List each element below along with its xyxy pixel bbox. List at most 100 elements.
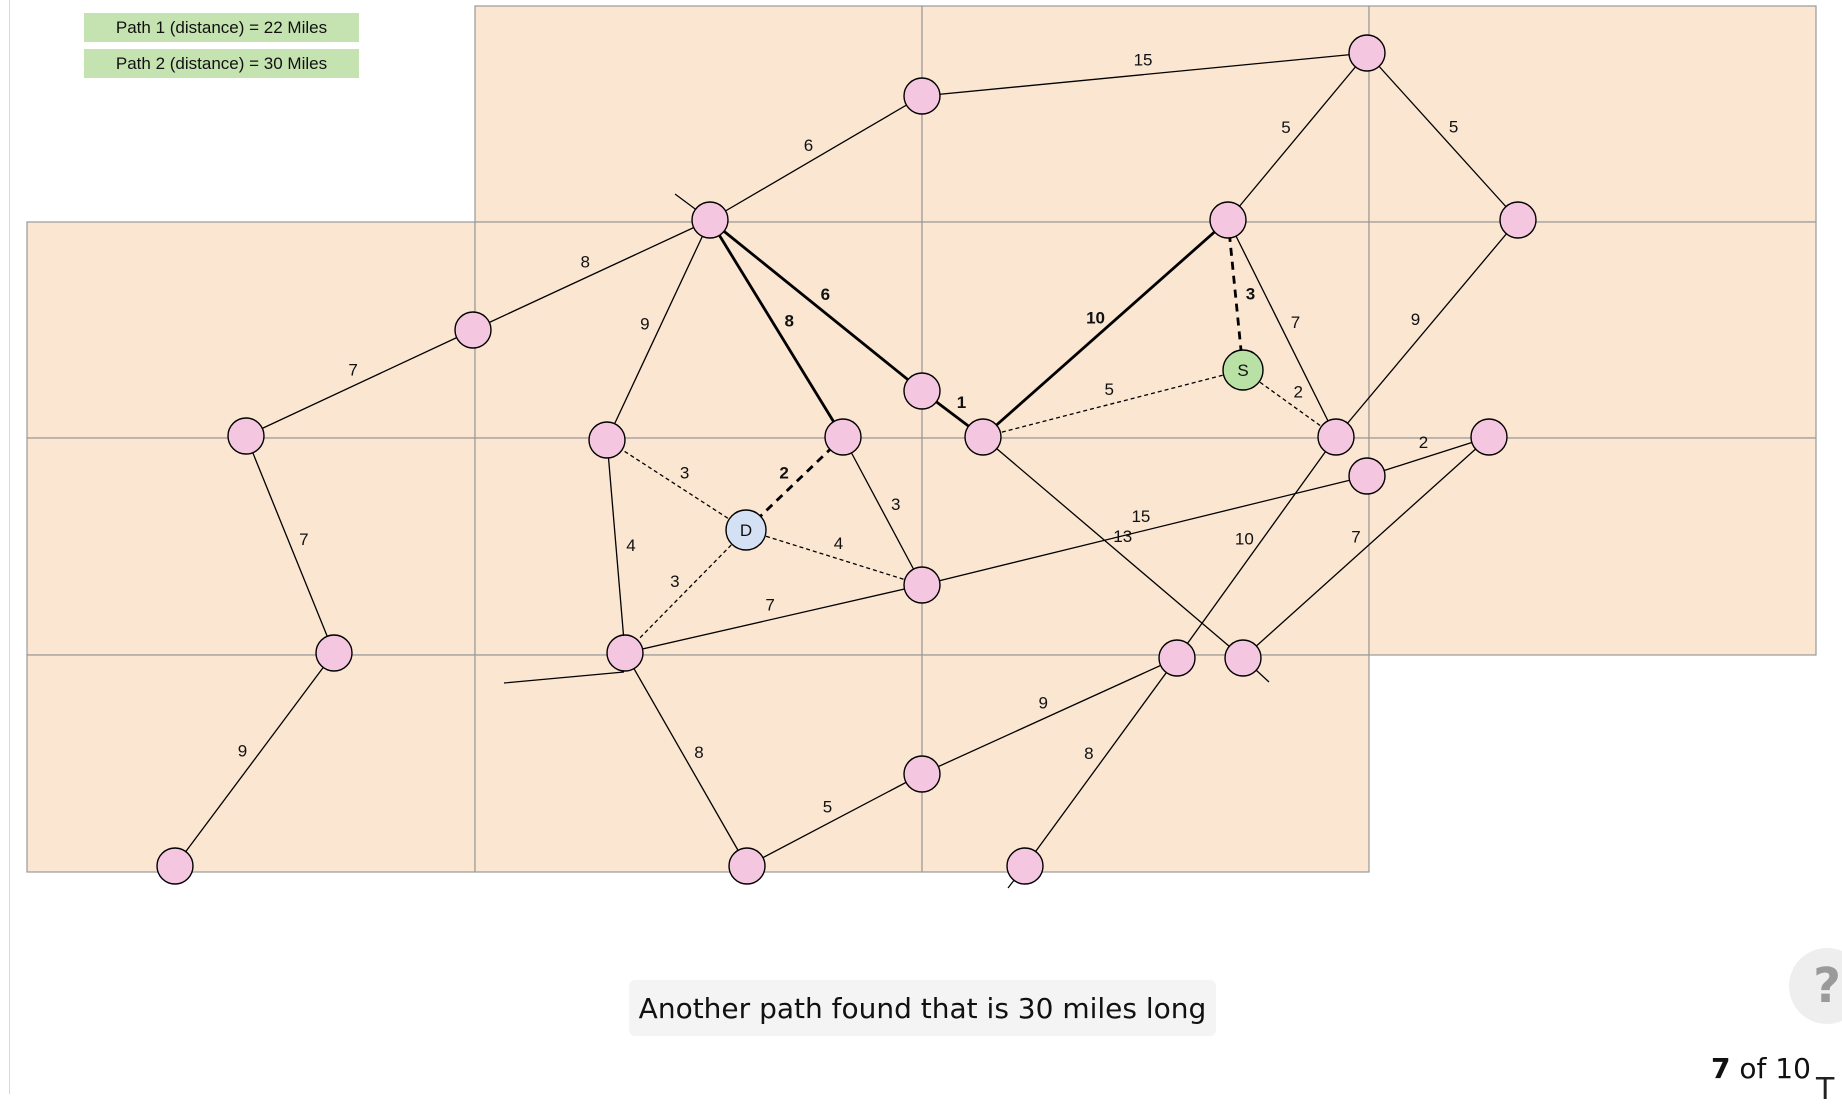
edge-n8-n9: [174, 652, 335, 867]
graph-node-circle: [156, 847, 194, 885]
edge-weight-label: 8: [580, 252, 589, 271]
graph-node-circle: [728, 847, 766, 885]
graph-node-circle: [903, 566, 941, 604]
graph-node-circle: [1209, 201, 1247, 239]
destination-node-circle: [725, 509, 767, 551]
edge-weight-label: 8: [694, 743, 703, 762]
legend-path-1: Path 1 (distance) = 22 Miles: [84, 13, 359, 42]
graph-node: [1499, 201, 1537, 239]
graph-node: [964, 418, 1002, 456]
graph-node-circle: [903, 755, 941, 793]
edge-n3-n14: [1227, 219, 1337, 438]
graph-node: [1470, 418, 1508, 456]
graph-node: [315, 634, 353, 672]
edge-weight-label: 3: [670, 572, 679, 591]
edge-weight-label: 5: [1449, 117, 1458, 136]
graph-node: [903, 566, 941, 604]
edge-weight-label: 9: [1039, 693, 1048, 712]
graph-node: [1348, 457, 1386, 495]
edge-n1-n3: [1227, 52, 1368, 221]
start-node: S: [1222, 349, 1264, 391]
edge-weight-label: 8: [1084, 744, 1093, 763]
edge-weight-label: 13: [1113, 527, 1132, 546]
edge-weight-label: 2: [779, 464, 788, 483]
edge-weight-label: 7: [1291, 313, 1300, 332]
text-tool-icon[interactable]: T: [1816, 1072, 1835, 1107]
graph-node: [903, 372, 941, 410]
legend-path-2: Path 2 (distance) = 30 Miles: [84, 49, 359, 78]
edge-n14-n19: [1176, 436, 1337, 659]
graph-node-circle: [227, 417, 265, 455]
graph-node-circle: [691, 201, 729, 239]
edge-weight-label: 4: [834, 534, 843, 553]
graph-node-circle: [1499, 201, 1537, 239]
edge-weight-label: 15: [1131, 507, 1150, 526]
graph-node: [1006, 847, 1044, 885]
graph-node-circle: [903, 372, 941, 410]
graph-node-circle: [315, 634, 353, 672]
edge-weight-label: 4: [626, 536, 635, 555]
edge-weight-label: 5: [1281, 118, 1290, 137]
edge-dest-n18: [745, 529, 923, 586]
slide-counter-total: of 10: [1730, 1052, 1811, 1085]
edge-n10-n20: [606, 439, 626, 654]
map-tile-2: [921, 5, 1370, 223]
edge-weight-label: 5: [823, 798, 832, 817]
graph-node: [1348, 34, 1386, 72]
graph-node: [691, 201, 729, 239]
map-tile-13: [474, 654, 923, 873]
graph-node: [588, 421, 626, 459]
map-tile-11: [1368, 437, 1817, 656]
edge-stub-2: [503, 671, 625, 684]
map-tile-5: [474, 221, 923, 439]
left-border-rule: [9, 0, 10, 1094]
graph-node: [1317, 418, 1355, 456]
edge-weight-label: 3: [1246, 285, 1255, 304]
edge-dest-n20: [624, 529, 747, 654]
edge-weight-label: 7: [765, 595, 774, 614]
edge-weight-label: 1: [957, 393, 966, 412]
edge-weight-label: 7: [1351, 527, 1360, 546]
map-tile-7: [1368, 221, 1817, 439]
graph-node-circle: [588, 421, 626, 459]
edge-n15-n16: [1366, 436, 1490, 477]
edge-weight-label: 2: [1294, 382, 1303, 401]
map-tile-9: [474, 437, 923, 656]
graph-node-circle: [1006, 847, 1044, 885]
edge-weight-label: 7: [348, 360, 357, 379]
graph-node: [903, 755, 941, 793]
edge-n4-n14: [1335, 219, 1519, 438]
edge-n20-n18: [624, 584, 923, 654]
edge-weight-label: 6: [804, 136, 813, 155]
graph-edges: [174, 52, 1519, 867]
help-button[interactable]: ?: [1789, 948, 1842, 1024]
graph-node-circle: [1317, 418, 1355, 456]
graph-node: [1209, 201, 1247, 239]
edge-n21-n22: [746, 773, 923, 867]
edge-n5-n11: [708, 219, 845, 438]
map-tile-1: [474, 5, 923, 223]
graph-node-circle: [964, 418, 1002, 456]
edge-n1-n2: [921, 52, 1368, 97]
edge-weight-label: 10: [1086, 308, 1105, 327]
edge-n7-n8: [245, 435, 335, 654]
destination-node: D: [725, 509, 767, 551]
map-tile-6: [921, 221, 1370, 439]
edge-n1-n4: [1366, 52, 1519, 221]
edge-weight-label: 9: [1411, 310, 1420, 329]
edge-weight-label: 8: [785, 312, 794, 331]
edge-weight-label: 2: [1419, 433, 1428, 452]
destination-node-label: D: [740, 521, 752, 540]
graph-node-circle: [606, 634, 644, 672]
graph-node: [227, 417, 265, 455]
edge-start-n13: [982, 369, 1244, 438]
edge-weight-label: 15: [1134, 51, 1153, 70]
edge-n20-n21: [624, 652, 748, 867]
graph-node: [903, 77, 941, 115]
edge-weight-label: 3: [891, 495, 900, 514]
graph-nodes: SD: [156, 34, 1537, 885]
status-message: Another path found that is 30 miles long: [629, 980, 1216, 1036]
graph-node-circle: [903, 77, 941, 115]
